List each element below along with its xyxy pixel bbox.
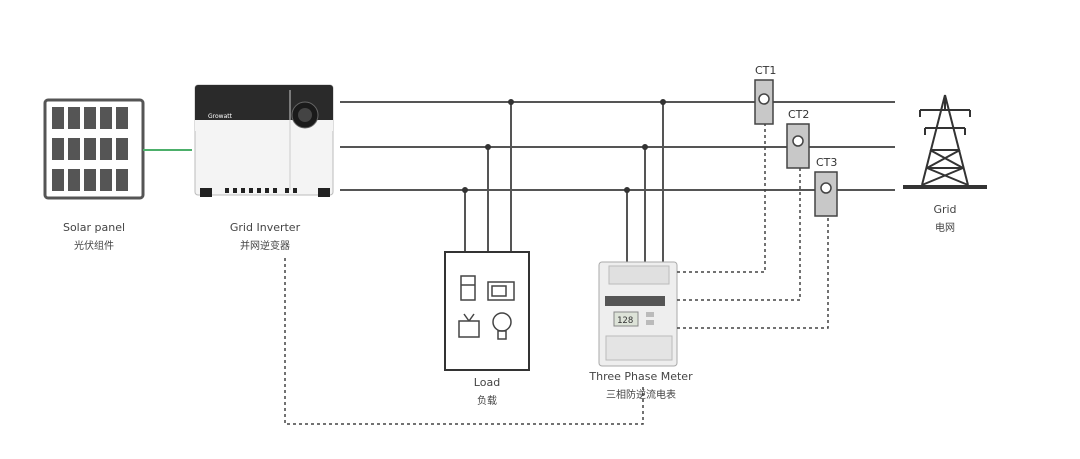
grid-tower-icon xyxy=(919,94,971,186)
ct3-sensor xyxy=(814,171,838,217)
load-box xyxy=(444,251,530,371)
ct2-label: CT2 xyxy=(788,108,810,121)
solar-panel-label-zh: 光伏组件 xyxy=(74,241,114,252)
inverter-brand: Growatt xyxy=(208,113,233,120)
ct2-sensor xyxy=(786,123,810,169)
ct1-label: CT1 xyxy=(755,64,777,77)
three-phase-meter: 128 xyxy=(598,261,678,367)
rs485-comm-wire xyxy=(284,258,644,425)
meter-label-zh: 三相防逆流电表 xyxy=(606,390,676,401)
solar-panel-label-en: Solar panel xyxy=(62,221,126,234)
ct-signal-wires xyxy=(677,124,829,329)
fridge-icon xyxy=(460,275,476,301)
meter-taps xyxy=(626,102,664,262)
load-taps xyxy=(464,102,512,252)
grid-inverter: Growatt xyxy=(194,84,334,197)
inverter-label-en: Grid Inverter xyxy=(229,221,301,234)
load-label-en: Load xyxy=(473,376,501,389)
grid-label-en: Grid xyxy=(933,203,957,216)
tv-icon xyxy=(458,313,480,338)
load-label-zh: 负载 xyxy=(477,396,497,407)
ct1-sensor xyxy=(754,79,774,125)
bulb-icon xyxy=(492,312,512,340)
phase-lines xyxy=(340,101,895,191)
meter-display: 128 xyxy=(617,316,633,326)
inverter-label-zh: 并网逆变器 xyxy=(240,241,290,252)
microwave-icon xyxy=(487,281,515,301)
grid-label-zh: 电网 xyxy=(935,223,955,234)
solar-panel xyxy=(43,98,145,200)
ct3-label: CT3 xyxy=(816,156,838,169)
meter-label-en: Three Phase Meter xyxy=(589,370,693,383)
